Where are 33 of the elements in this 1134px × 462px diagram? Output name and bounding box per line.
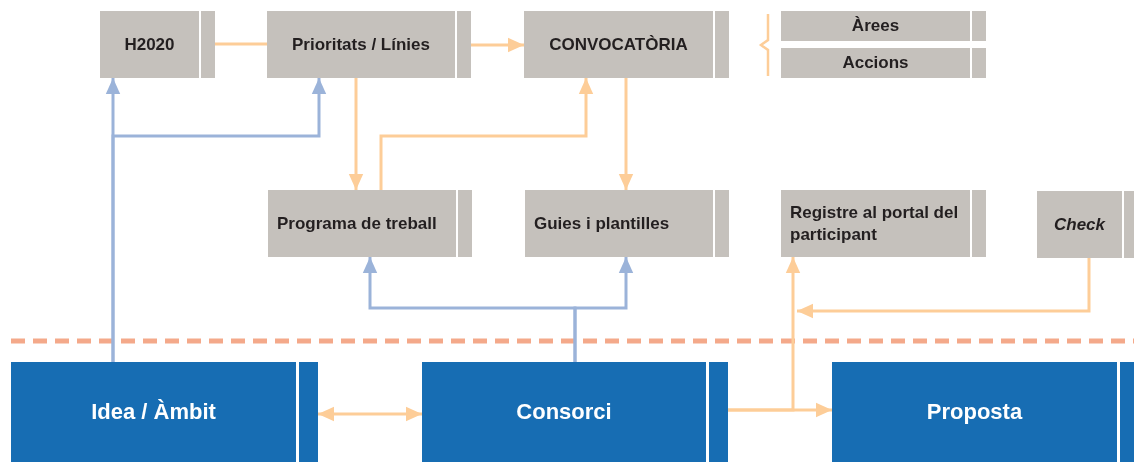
box-label: Check [1054, 213, 1105, 236]
process-box [100, 11, 215, 78]
box-label: Registre al portal del participant [790, 202, 960, 245]
connector-arrow [318, 406, 422, 422]
box-label: Programa de treball [277, 212, 437, 235]
box-label: Accions [842, 52, 909, 74]
box-label: Prioritats / Línies [292, 33, 430, 56]
connector-arrow [471, 37, 524, 53]
box-label: Proposta [926, 398, 1023, 426]
box-label: H2020 [124, 33, 175, 56]
stage-box [422, 362, 728, 462]
box-label: Àrees [851, 15, 900, 37]
connector-arrow [379, 78, 594, 190]
stage-box [832, 362, 1134, 462]
process-box [781, 11, 986, 41]
box-label: Guies i plantilles [534, 212, 670, 235]
process-box [524, 11, 729, 78]
connector-arrow [573, 257, 634, 362]
process-box [268, 190, 472, 257]
process-box [1037, 191, 1134, 258]
box-label: Idea / Àmbit [91, 398, 216, 426]
process-box [781, 190, 986, 257]
connector-arrow [728, 257, 801, 412]
connector-arrow [348, 78, 364, 190]
connector-arrow [111, 78, 327, 362]
process-box [525, 190, 729, 257]
stage-box [11, 362, 318, 462]
process-box [781, 48, 986, 78]
box-label: CONVOCATÒRIA [549, 33, 688, 56]
process-box [267, 11, 471, 78]
box-label: Consorci [516, 398, 612, 426]
connector-arrow [797, 258, 1091, 319]
connector-arrow [618, 78, 634, 190]
